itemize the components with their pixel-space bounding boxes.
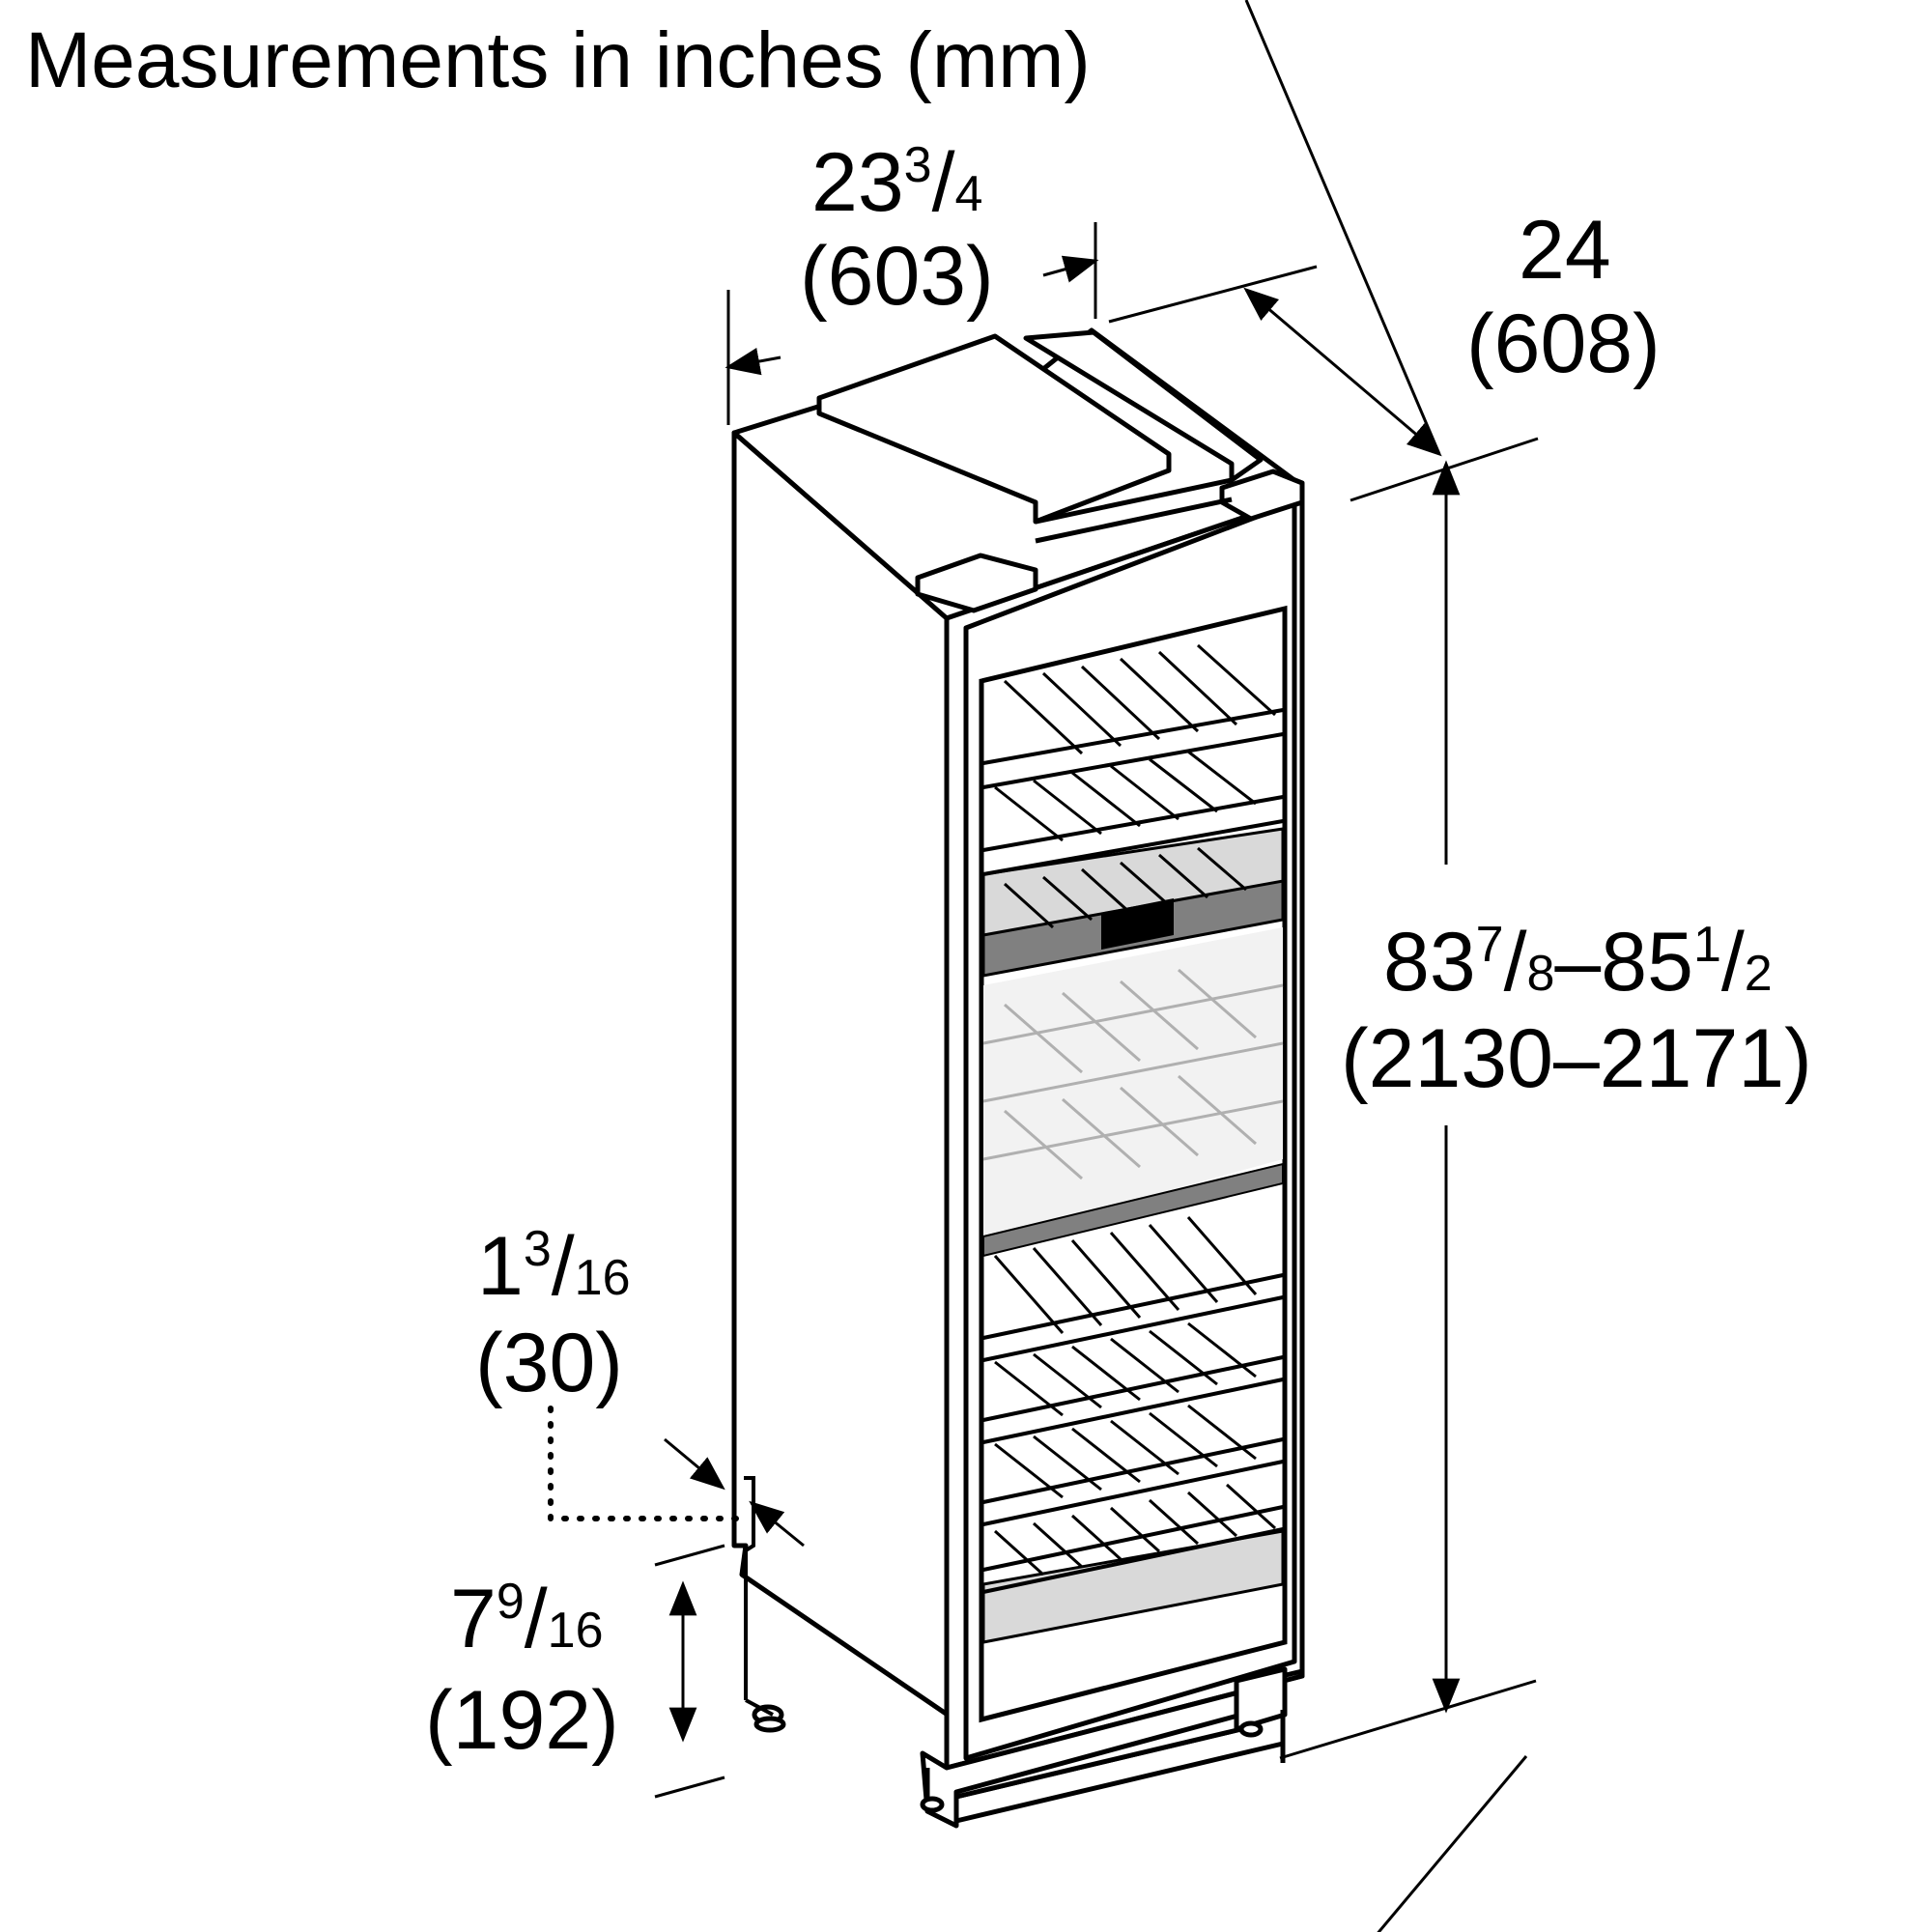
door-offset-mm-label: (30): [475, 1317, 623, 1409]
top-mounting-strips: [816, 329, 1305, 613]
dimension-lines: [654, 0, 1539, 1932]
page-title: Measurements in inches (mm): [25, 16, 1091, 104]
side-panel: [731, 430, 957, 1722]
depth-mm-label: (608): [1466, 298, 1661, 390]
middle-light-zone: [983, 927, 1283, 1241]
height-mm-label: (2130–2171): [1341, 1012, 1812, 1105]
height-inches-label: 837/8–851/2: [1383, 916, 1773, 1009]
glass-window: [979, 605, 1288, 1723]
depth-inches-label: 24: [1519, 204, 1611, 297]
middle-wine-racks: [982, 968, 1284, 1180]
width-mm-label: (603): [800, 230, 994, 323]
plinth: [752, 1666, 1305, 1829]
width-inches-label: 233/4: [811, 136, 982, 229]
display-panel: [1101, 898, 1174, 950]
upper-wine-racks: [982, 643, 1284, 929]
side-step: [744, 1476, 774, 1717]
toe-kick-inches-label: 79/16: [450, 1573, 604, 1665]
divider-band-lower: [982, 1162, 1284, 1258]
lower-wine-racks: [982, 1216, 1284, 1594]
door-offset-leader: [548, 1406, 745, 1521]
door-offset-inches-label: 13/16: [477, 1220, 631, 1313]
toe-kick-mm-label: (192): [425, 1674, 619, 1767]
